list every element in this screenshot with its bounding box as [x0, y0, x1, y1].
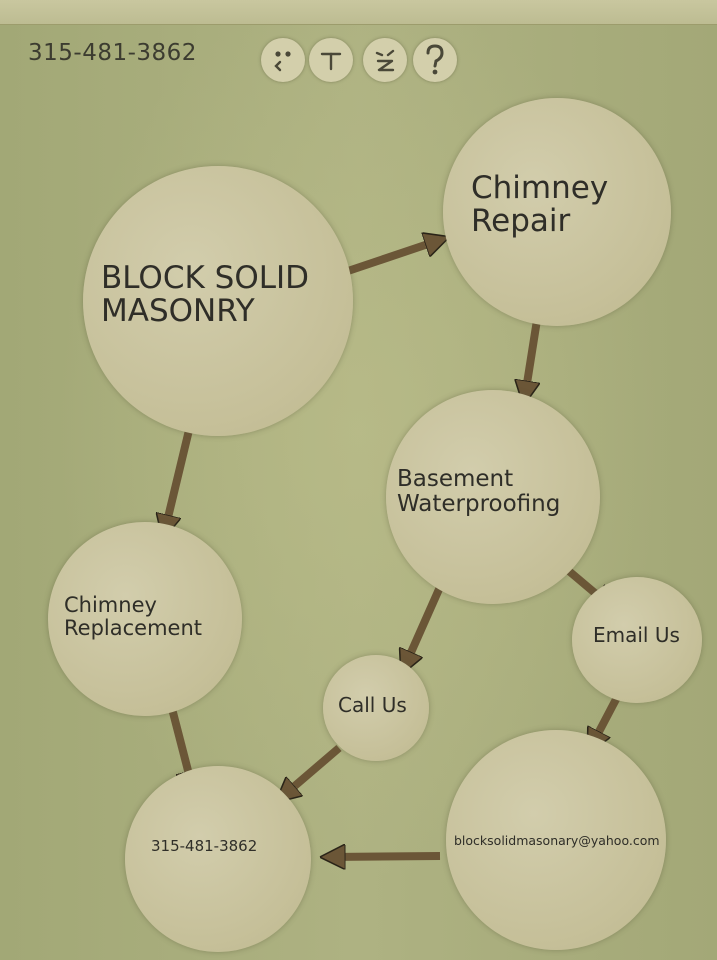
email-us-label[interactable]: Email Us [593, 623, 680, 647]
wink-face-icon[interactable] [363, 38, 407, 82]
text-face-icon[interactable] [309, 38, 353, 82]
help-icon[interactable] [413, 38, 457, 82]
basement-line2: Waterproofing [397, 490, 561, 517]
header-phone: 315-481-3862 [28, 40, 197, 66]
email-bubble[interactable] [446, 730, 666, 950]
chimney-repair-label[interactable]: Chimney Repair [471, 170, 609, 240]
chimney-repair-line2: Repair [471, 203, 571, 240]
arrow-email-to-phone [330, 856, 441, 857]
brand-bubble[interactable] [83, 166, 353, 436]
arrow-basement-to-call-us [405, 585, 444, 666]
phone-bubble[interactable] [125, 766, 311, 952]
brand-title: BLOCK SOLID MASONRY [101, 260, 310, 330]
basement-label[interactable]: Basement Waterproofing [397, 467, 560, 517]
call-us-bubble[interactable] [323, 655, 429, 761]
phone-number[interactable]: 315-481-3862 [151, 837, 258, 855]
basement-bubble[interactable] [386, 390, 600, 604]
chimney-replacement-label[interactable]: Chimney Replacement [64, 594, 202, 639]
chimney-replacement-bubble[interactable] [48, 522, 242, 716]
top-bar [0, 0, 717, 25]
arrow-chimney-repair-to-basement [525, 319, 541, 396]
brand-title-line2: MASONRY [101, 293, 255, 330]
email-us-bubble[interactable] [572, 577, 702, 703]
chimney-repair-line1: Chimney [471, 170, 609, 206]
arrow-call-us-to-phone [283, 744, 342, 796]
call-us-label[interactable]: Call Us [338, 693, 407, 717]
chimney-replacement-line2: Replacement [64, 615, 202, 640]
brand-title-line1: BLOCK SOLID [101, 260, 310, 296]
basement-line1: Basement [397, 466, 514, 492]
chimney-replacement-line1: Chimney [64, 593, 157, 617]
arrow-brand-to-chimney-replacement [165, 425, 194, 530]
arrow-brand-to-chimney-repair [343, 240, 440, 276]
smiley-icon[interactable] [261, 38, 305, 82]
chimney-repair-bubble[interactable] [443, 98, 671, 326]
email-address[interactable]: blocksolidmasonary@yahoo.com [454, 833, 660, 848]
